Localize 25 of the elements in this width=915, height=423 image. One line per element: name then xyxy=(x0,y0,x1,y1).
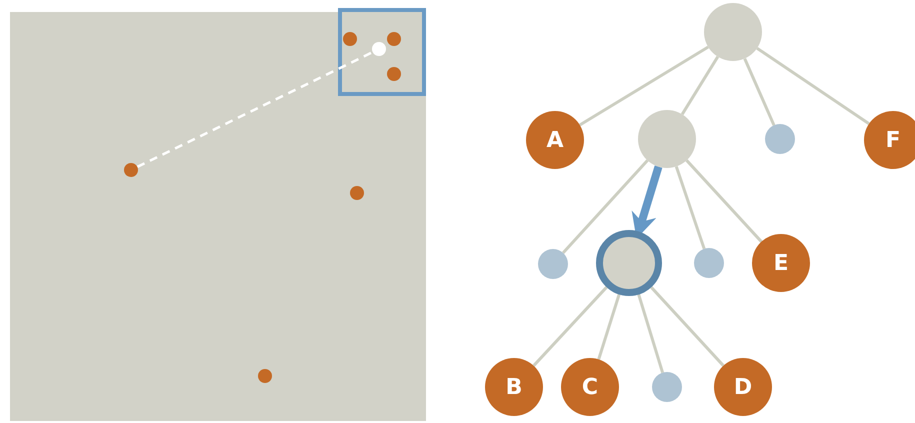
tree-edge xyxy=(650,286,724,367)
point-node: E xyxy=(752,234,810,292)
empty-node xyxy=(694,248,724,278)
point-node: B xyxy=(485,358,543,416)
tree-edge xyxy=(686,159,762,243)
point-node: F xyxy=(864,111,915,169)
empty-node xyxy=(765,124,795,154)
tree-edge xyxy=(680,56,720,116)
empty-node xyxy=(538,249,568,279)
tree-edge xyxy=(597,294,621,360)
point-node: A xyxy=(526,111,584,169)
tree-edge xyxy=(562,159,649,254)
tree-edge xyxy=(743,58,776,126)
point-node: C xyxy=(561,358,619,416)
tree-node xyxy=(638,110,696,168)
empty-node xyxy=(652,372,682,402)
point-node: D xyxy=(714,358,772,416)
tree-edge xyxy=(674,166,706,250)
tree-edge xyxy=(532,286,608,367)
dashed-line xyxy=(136,50,374,168)
tree-edge xyxy=(637,294,664,374)
selected-node xyxy=(596,230,662,296)
tree-edge xyxy=(756,46,870,126)
tree-edge xyxy=(579,46,709,126)
tree-node xyxy=(704,3,762,61)
